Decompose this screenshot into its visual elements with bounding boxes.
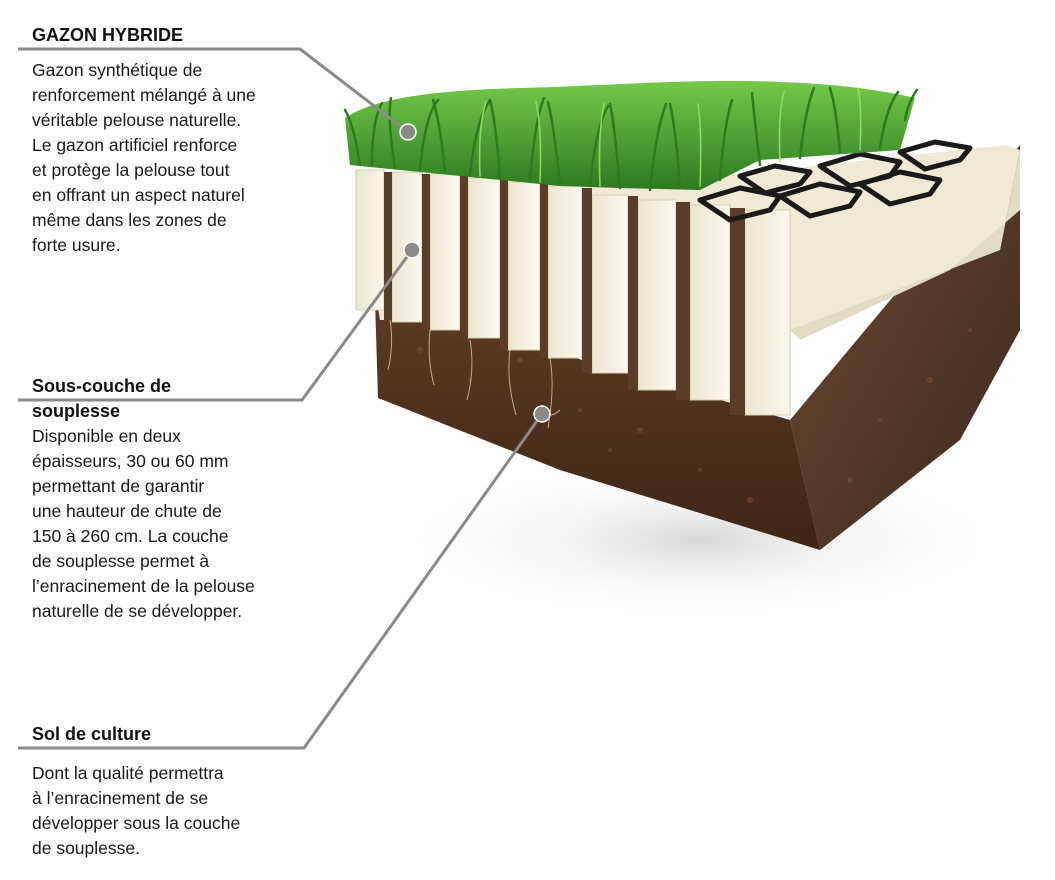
callout-title: Sol de culture [32, 724, 152, 744]
leader-line-sol [18, 413, 544, 750]
callout-line: Disponible en deux [32, 426, 181, 446]
callout-line: 150 à 260 cm. La couche [32, 526, 229, 546]
callout-gazon-hybride: GAZON HYBRIDE Gazon synthétique de renfo… [32, 24, 322, 258]
callout-line: de souplesse. [32, 838, 140, 858]
leader-line-sous-couche [18, 249, 414, 402]
callout-body: Dont la qualité permettra à l’enracineme… [32, 761, 322, 861]
callout-line: naturelle de se développer. [32, 601, 243, 621]
callout-line: forte usure. [32, 235, 121, 255]
callout-line: permettant de garantir [32, 476, 205, 496]
callout-line: véritable pelouse naturelle. [32, 110, 242, 130]
callout-line: l’enracinement de la pelouse [32, 576, 255, 596]
grass-mass [345, 80, 915, 190]
leader-lines [18, 47, 544, 750]
callout-line: développer sous la couche [32, 813, 241, 833]
callout-line: même dans les zones de [32, 210, 227, 230]
callout-line: à l’enracinement de se [32, 788, 209, 808]
pad-gaps [384, 172, 745, 415]
leader-dots [399, 123, 551, 423]
callout-line: de souplesse permet à [32, 551, 210, 571]
callout-line: et protège la pelouse tout [32, 160, 230, 180]
leader-dot-sol [533, 405, 551, 423]
callout-line: épaisseurs, 30 ou 60 mm [32, 451, 229, 471]
leader-dot-sous-couche [403, 241, 421, 259]
leader-dot-gazon [399, 123, 417, 141]
callout-line: une hauteur de chute de [32, 501, 222, 521]
soil-texture [417, 328, 972, 503]
callout-line: Dont la qualité permettra [32, 763, 224, 783]
callout-sol-de-culture: Sol de culture Dont la qualité permettra… [32, 723, 322, 861]
callout-line: Gazon synthétique de [32, 60, 203, 80]
grass-blades [343, 86, 919, 192]
shock-pad-slabs [355, 169, 791, 416]
callout-line: Le gazon artificiel renforce [32, 135, 238, 155]
callout-body: Disponible en deux épaisseurs, 30 ou 60 … [32, 424, 322, 624]
pad-hex-lattice [697, 139, 973, 223]
grass-highlights [478, 87, 862, 187]
leader-line-gazon [18, 47, 409, 134]
soil-front-face [375, 300, 820, 550]
callout-line: en offrant un aspect naturel [32, 185, 245, 205]
callout-line: renforcement mélangé à une [32, 85, 256, 105]
callout-title: GAZON HYBRIDE [32, 25, 184, 45]
callout-title: Sous-couche de souplesse [32, 376, 172, 421]
callout-body: Gazon synthétique de renforcement mélang… [32, 58, 322, 258]
callout-sous-couche: Sous-couche de souplesse Disponible en d… [32, 374, 322, 624]
